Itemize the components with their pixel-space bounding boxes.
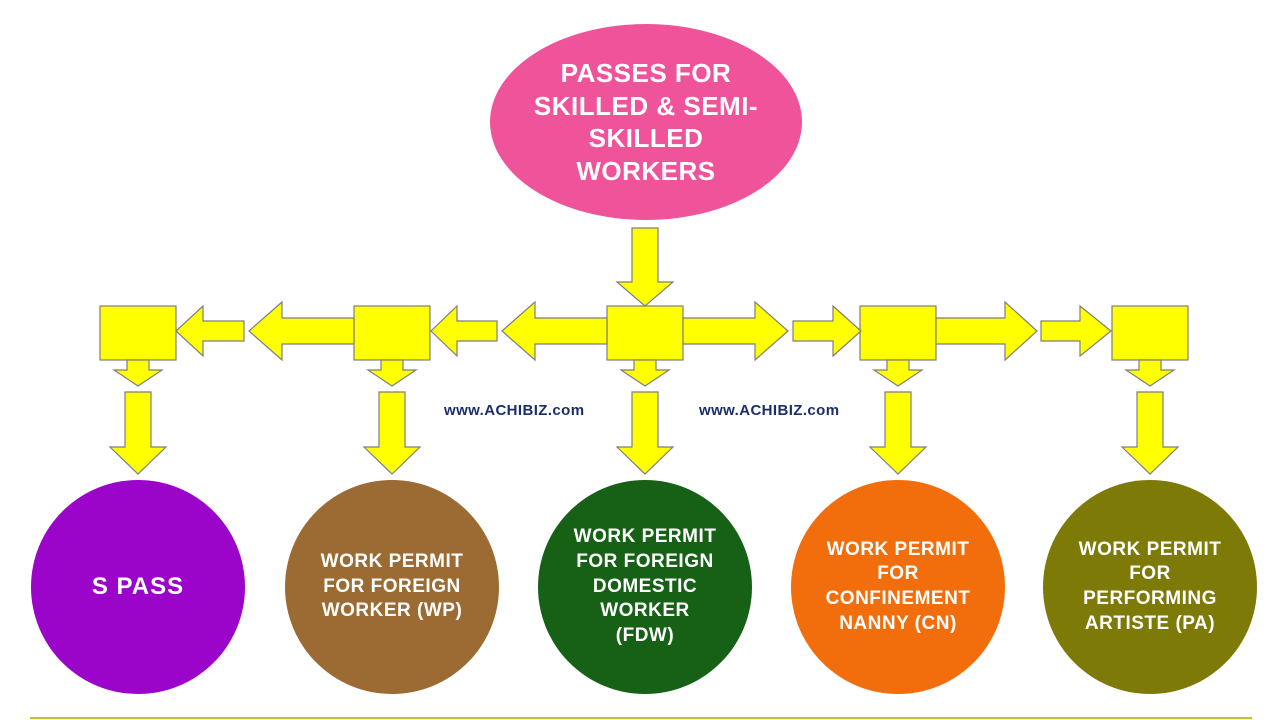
arrow-hub-down-3 (619, 359, 671, 387)
watermark-achibiz-left: www.ACHIBIZ.com (444, 402, 585, 419)
hub-square-3 (606, 305, 684, 361)
arrow-node-down-1 (108, 391, 168, 475)
hub-square-5 (1111, 305, 1189, 361)
arrow-hub-down-4 (872, 359, 924, 387)
node-work-permit-cn-label: WORK PERMIT FOR CONFINEMENT NANNY (CN) (825, 538, 971, 634)
hub-square-1 (99, 305, 177, 361)
node-work-permit-fdw: WORK PERMIT FOR FOREIGN DOMESTIC WORKER … (538, 480, 752, 694)
arrow-right-long-inner (682, 300, 789, 362)
watermark-achibiz-right: www.ACHIBIZ.com (699, 402, 840, 419)
arrow-right-short-inner (792, 304, 862, 358)
arrow-root-to-hub (615, 227, 675, 307)
root-node-label: PASSES FOR SKILLED & SEMI- SKILLED WORKE… (533, 58, 759, 186)
arrow-left-long-inner (501, 300, 608, 362)
node-work-permit-pa: WORK PERMIT FOR PERFORMING ARTISTE (PA) (1043, 480, 1257, 694)
node-s-pass-label: S PASS (91, 573, 185, 601)
root-node-passes: PASSES FOR SKILLED & SEMI- SKILLED WORKE… (490, 24, 802, 220)
arrow-hub-down-2 (366, 359, 418, 387)
arrow-node-down-3 (615, 391, 675, 475)
arrow-hub-down-5 (1124, 359, 1176, 387)
arrow-left-short-inner (430, 304, 498, 358)
slide-edge-line (30, 717, 1252, 719)
node-work-permit-pa-label: WORK PERMIT FOR PERFORMING ARTISTE (PA) (1078, 538, 1222, 634)
arrow-hub-down-1 (112, 359, 164, 387)
arrow-right-short-outer (1040, 304, 1112, 358)
node-work-permit-wp: WORK PERMIT FOR FOREIGN WORKER (WP) (285, 480, 499, 694)
arrow-node-down-2 (362, 391, 422, 475)
node-work-permit-wp-label: WORK PERMIT FOR FOREIGN WORKER (WP) (320, 550, 464, 622)
arrow-node-down-4 (868, 391, 928, 475)
arrow-left-short-outer (175, 304, 245, 358)
arrow-left-long-outer (248, 300, 355, 362)
node-work-permit-fdw-label: WORK PERMIT FOR FOREIGN DOMESTIC WORKER … (573, 526, 717, 647)
node-s-pass: S PASS (31, 480, 245, 694)
arrow-right-long-outer (935, 300, 1038, 362)
hub-square-2 (353, 305, 431, 361)
hub-square-4 (859, 305, 937, 361)
node-work-permit-cn: WORK PERMIT FOR CONFINEMENT NANNY (CN) (791, 480, 1005, 694)
arrow-node-down-5 (1120, 391, 1180, 475)
